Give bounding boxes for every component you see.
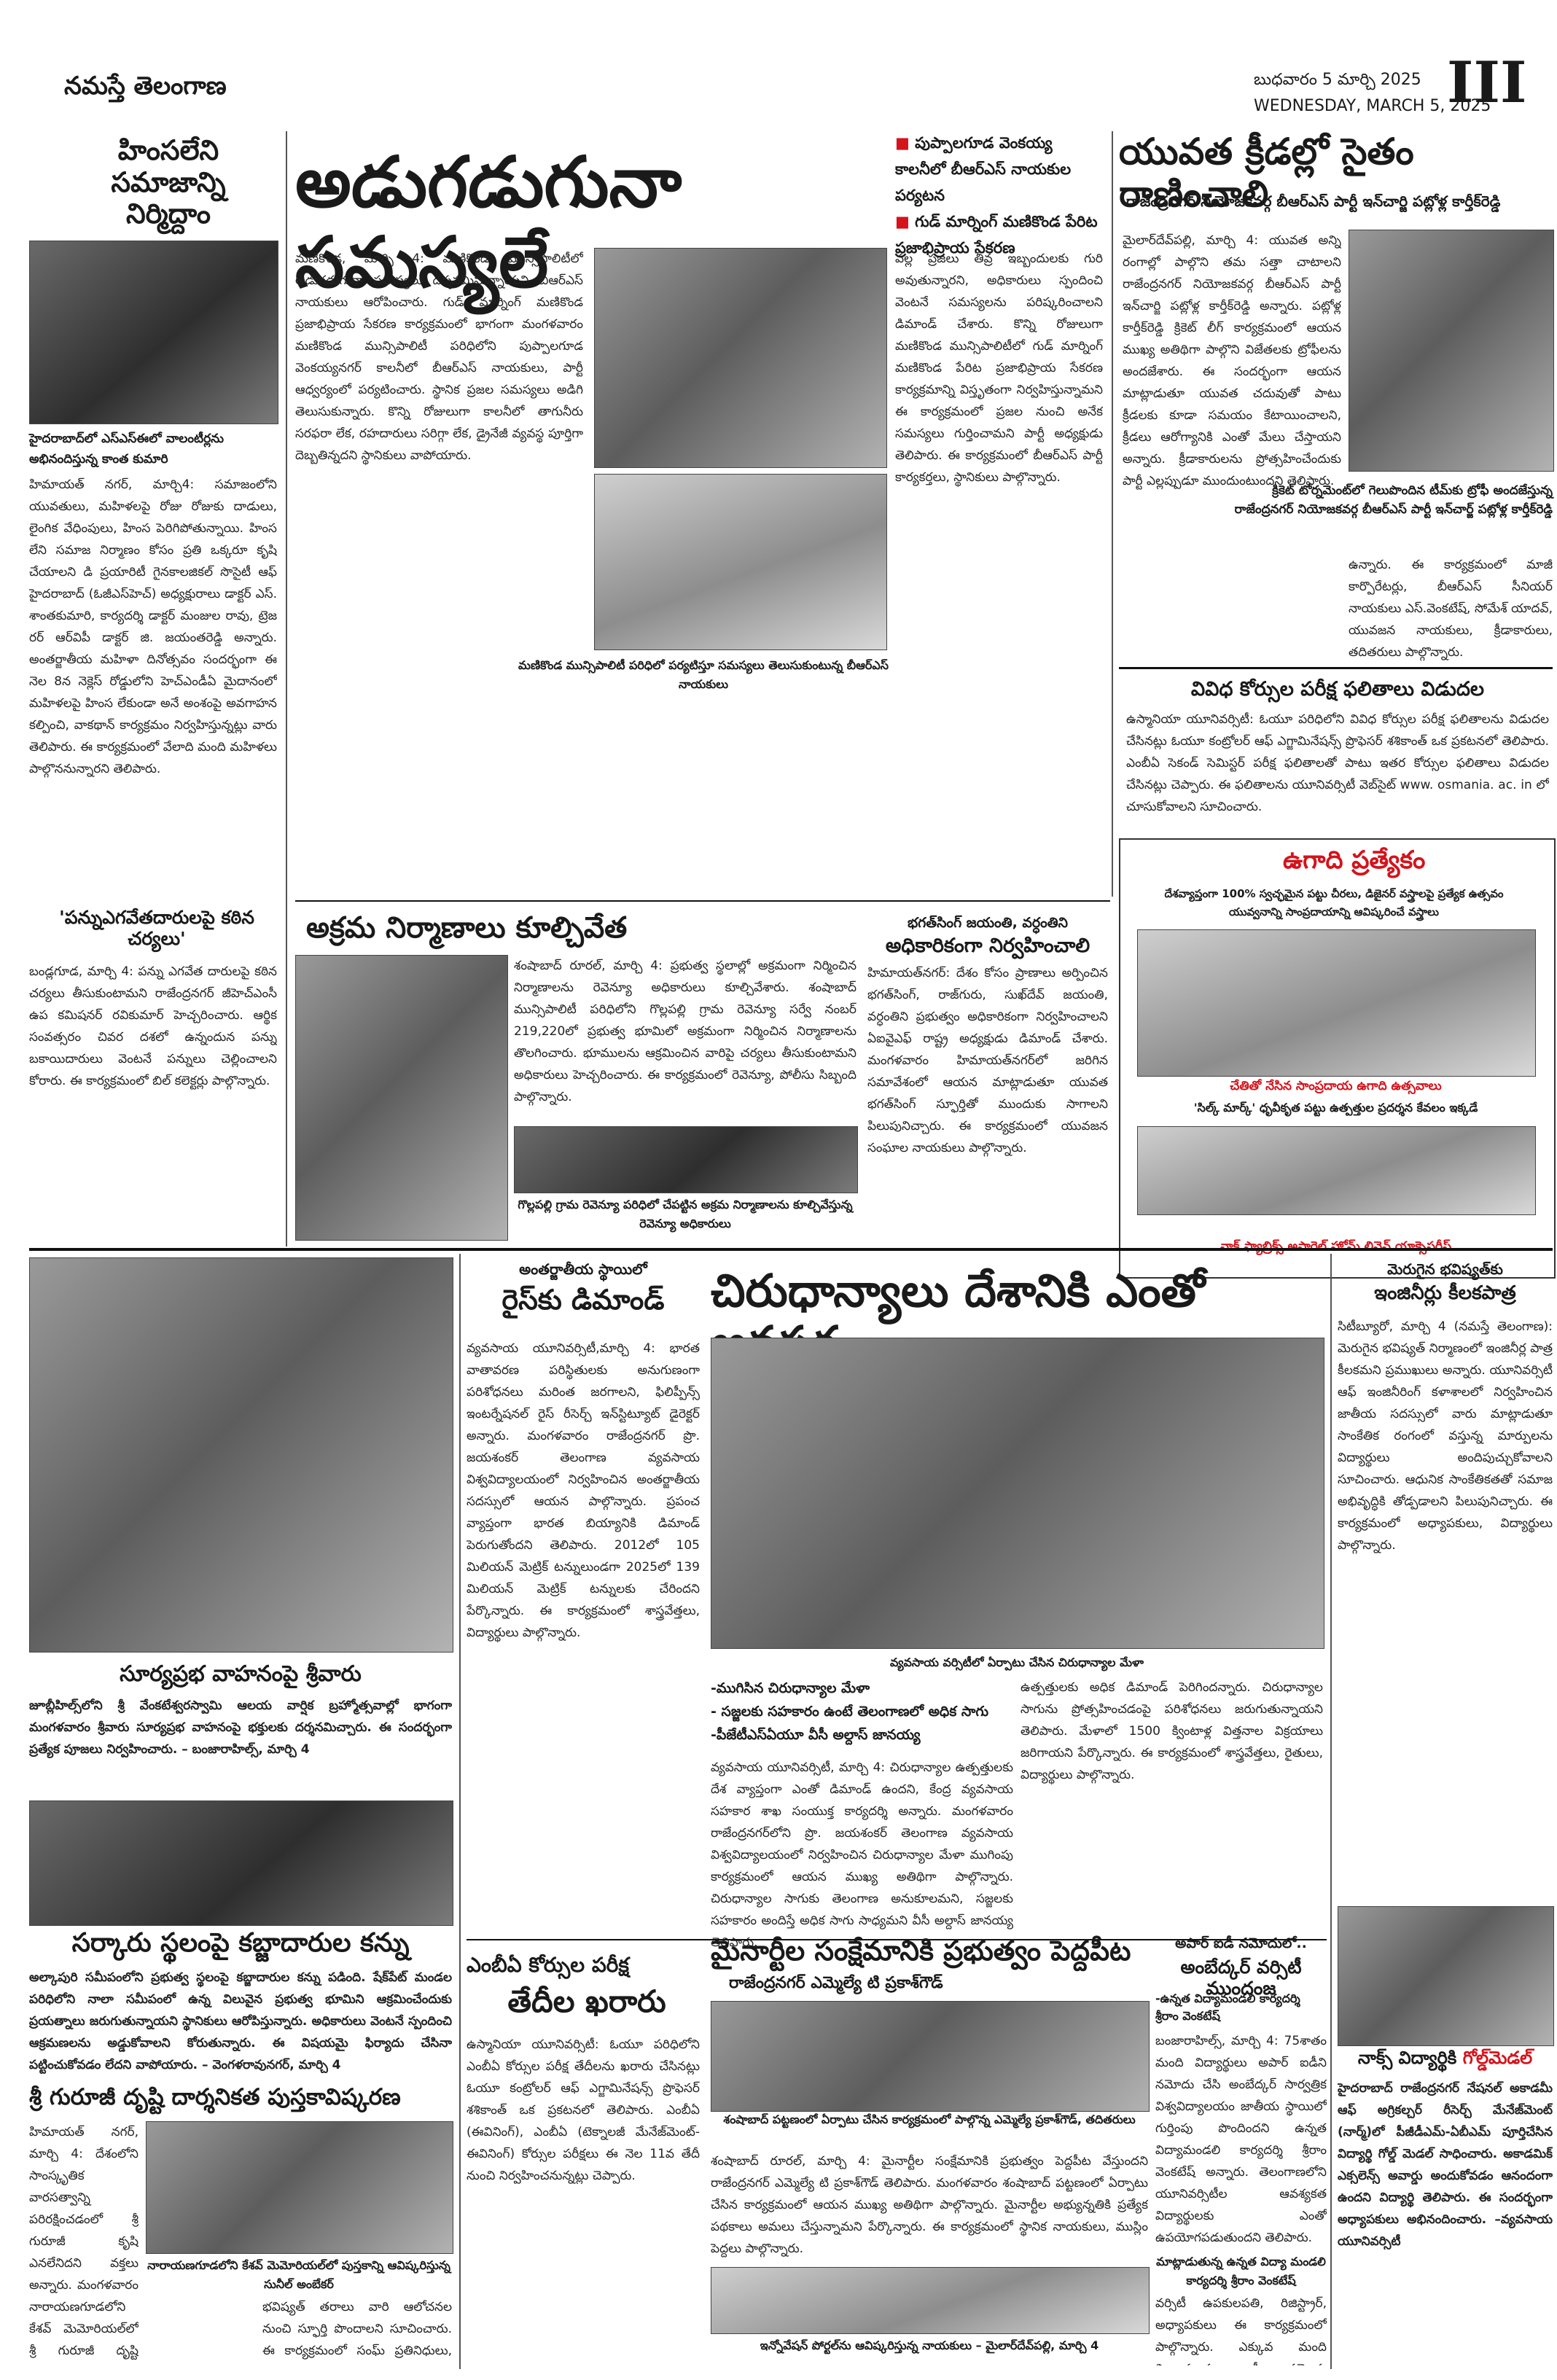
left-story-photo bbox=[29, 241, 278, 424]
minority-subhead: రాజేంద్రనగర్‌ ఎమ్మెల్యే టి ప్రకాశ్‌గౌడ్‌ bbox=[729, 1974, 943, 1992]
book-headline: శ్రీ గురూజీ దృష్టి దార్శనికత పుస్తకావిష్… bbox=[29, 2084, 401, 2110]
ugadi-label: ఉగాది ప్రత్యేకం bbox=[1283, 846, 1426, 875]
results-headline: వివిధ కోర్సుల పరీక్ష ఫలితాలు విడుదల bbox=[1190, 678, 1485, 701]
date-english: WEDNESDAY, MARCH 5, 2025 bbox=[1254, 97, 1491, 115]
ugadi-line1: దేశవ్యాప్తంగా 100% స్వచ్ఛమైన పట్టు చీరలు… bbox=[1164, 887, 1504, 900]
date-telugu: బుధవారం 5 మార్చి 2025 bbox=[1254, 71, 1421, 89]
bhagat-kicker: భగత్‌సింగ్‌ జయంతి, వర్ధంతిని bbox=[907, 915, 1069, 931]
innovation-caption: ఇన్నోవేషన్‌ పోర్టల్‌ను ఆవిష్కరిస్తున్న న… bbox=[760, 2338, 1099, 2352]
gold-body: హైదరాబాద్‌ రాజేంద్రనగర్‌ నేషనల్‌ అకాడమీ … bbox=[1338, 2081, 1553, 2249]
main-story-photo-caption: మణికొండ మున్సిపాలిటీ పరిధిలో పర్యటిస్తూ … bbox=[518, 658, 889, 691]
main-story-photo-2 bbox=[594, 474, 887, 650]
rice-headline: రైస్‌కు డిమాండ్‌ bbox=[502, 1284, 665, 1316]
millets-photo bbox=[711, 1338, 1324, 1649]
page-number: III bbox=[1447, 50, 1527, 116]
demolition-photo-caption: గొల్లపల్లి గ్రామ రెవెన్యూ పరిధిలో చేపట్ట… bbox=[518, 1198, 853, 1230]
land-headline: సర్కారు స్థలంపై కబ్జాదారుల కన్ను bbox=[71, 1928, 410, 1958]
youth-story-body: మైలార్‌దేవ్‌పల్లి, మార్చి 4: యువత అన్ని … bbox=[1123, 233, 1341, 488]
bhagat-headline: అధికారికంగా నిర్వహించాలి bbox=[885, 935, 1090, 957]
main-story-bullets: ■ పుప్పాలగూడ వెంకయ్య కాలనీలో బీఆర్‌ఎస్‌ … bbox=[895, 130, 1103, 261]
ugadi-caption1: చేతితో నేసిన సాంప్రదాయ ఉగాది ఉత్సవాలు bbox=[1230, 1079, 1442, 1093]
millets-bullet-2: - సజ్జలకు సహకారం ఉంటే తెలంగాణలో అధిక సాగ… bbox=[711, 1704, 989, 1720]
main-bullet-2: ■ గుడ్‌ మార్నింగ్‌ మణికొండ పేరిట ప్రజాభి… bbox=[895, 213, 1098, 257]
youth-story-headline: యువత క్రీడల్లో సైతం రాణించాలి bbox=[1119, 130, 1414, 215]
surya-headline: సూర్యప్రభ వాహనంపై శ్రీవారు bbox=[120, 1661, 362, 1687]
ambedkar-photo-caption: మాట్లాడుతున్న ఉన్నత విద్యా మండలి కార్యదర… bbox=[1156, 2255, 1326, 2287]
ugadi-line2: యువ్వనాన్ని సాంప్రదాయాన్ని ఆవిష్కరించే వ… bbox=[1229, 905, 1439, 918]
main-story-photo-1 bbox=[594, 248, 887, 468]
main-bullet-1: ■ పుప్పాలగూడ వెంకయ్య కాలనీలో బీఆర్‌ఎస్‌ … bbox=[895, 134, 1072, 204]
surya-photo bbox=[29, 1257, 453, 1653]
millets-bullet-3: -పీజేటీఎస్‌ఏయూ వీసీ అల్దాస్‌ జానయ్య bbox=[711, 1727, 921, 1743]
demolition-body: శంషాబాద్‌ రూరల్‌, మార్చి 4: ప్రభుత్వ స్థ… bbox=[514, 959, 856, 1104]
demolition-photo-2 bbox=[514, 1126, 858, 1193]
innovation-photo bbox=[711, 2267, 1150, 2334]
minority-photo-caption: శంషాబాద్‌ పట్టణంలో ఏర్పాటు చేసిన కార్యక్… bbox=[723, 2112, 1136, 2126]
youth-story-body2: ఉన్నారు. ఈ కార్యక్రమంలో మాజీ కార్పొరేటర్… bbox=[1349, 558, 1553, 660]
ambedkar-subhead: -ఉన్నత విద్యామండలి కార్యదర్శి శ్రీరాం వె… bbox=[1155, 1991, 1300, 2023]
ugadi-ad-box bbox=[1119, 838, 1556, 1279]
masthead-date: బుధవారం 5 మార్చి 2025 WEDNESDAY, MARCH 5… bbox=[1254, 67, 1491, 120]
mbbs-headline: తేదీల ఖరారు bbox=[507, 1983, 666, 2019]
book-body: హిమాయత్‌ నగర్‌, మార్చి 4: దేశంలోని సాంస్… bbox=[29, 2125, 138, 2358]
masthead-name: నమస్తే తెలంగాణ bbox=[64, 71, 227, 101]
tax-story-body: బండ్లగూడ, మార్చి 4: పన్ను ఎగవేత దారులపై … bbox=[29, 964, 277, 1088]
left-story-caption: హైదరాబాద్‌లో ఎస్‌ఎస్‌ఈలో వాలంటీర్లను అభి… bbox=[29, 432, 224, 467]
demolition-photo-1 bbox=[295, 955, 508, 1241]
left-story-headline: హింసలేని సమాజాన్ని నిర్మిద్దాం bbox=[111, 134, 226, 230]
minority-headline: మైనార్టీల సంక్షేమానికి ప్రభుత్వం పెద్దపీ… bbox=[711, 1935, 1131, 1967]
ambedkar-headline: అంబేద్కర్‌ వర్సిటీ ముందంజ bbox=[1180, 1956, 1302, 1999]
millets-bullet-1: -ముగిసిన చిరుధాన్యాల మేళా bbox=[711, 1680, 870, 1696]
book-body2: భవిష్యత్‌ తరాలు వారి ఆలోచనల నుంచి స్ఫూర్… bbox=[262, 2300, 452, 2358]
youth-story-subhead: రాజేంద్రనగర్‌ నియోజకవర్గ బీఆర్‌ఎస్‌ పార్… bbox=[1126, 192, 1501, 210]
main-story-headline: అడుగడుగునా సమస్యలే bbox=[295, 141, 682, 304]
youth-story-photo bbox=[1349, 230, 1554, 472]
book-photo-caption: నారాయణగూడలోని కేశవ్‌ మెమోరియల్‌లో పుస్తక… bbox=[147, 2258, 450, 2291]
results-body: ఉస్మానియా యూనివర్సిటీ: ఓయూ పరిధిలోని వివ… bbox=[1126, 712, 1549, 814]
land-photo bbox=[29, 1800, 453, 1926]
land-body: అల్కాపురి సమీపంలోని ప్రభుత్వ స్థలంపై కబ్… bbox=[29, 1970, 452, 2072]
millets-body2: ఉత్పత్తులకు అధిక డిమాండ్‌ పెరిగిందన్నారు… bbox=[1021, 1680, 1323, 1782]
mbbs-kicker: ఎంబీఏ కోర్సుల పరీక్ష bbox=[467, 1953, 630, 1977]
minority-photo bbox=[711, 2001, 1150, 2112]
ambedkar-body: బంజారాహిల్స్‌, మార్చి 4: 75శాతం మంది విద… bbox=[1155, 2034, 1327, 2245]
engineers-kicker: మెరుగైన భవిష్యత్‌కు bbox=[1387, 1260, 1503, 1278]
ugadi-image-2 bbox=[1137, 1126, 1536, 1215]
minority-body: శంషాబాద్‌ రూరల్‌, మార్చి 4: మైనార్టీల సం… bbox=[711, 2154, 1148, 2256]
left-story-body: హిమాయత్‌ నగర్‌, మార్చి4: సమాజంలోని యువతు… bbox=[29, 477, 277, 776]
gold-headline: నాక్స్‌ విద్యార్థికి గోల్డ్‌మెడల్‌ bbox=[1357, 2048, 1533, 2068]
demolition-headline: అక్రమ నిర్మాణాలు కూల్చివేత bbox=[306, 911, 628, 945]
engineers-headline: ఇంజినీర్లు కీలకపాత్ర bbox=[1374, 1282, 1516, 1304]
millets-bullets: -ముగిసిన చిరుధాన్యాల మేళా - సజ్జలకు సహకా… bbox=[711, 1677, 1013, 1747]
rice-body: వ్యవసాయ యూనివర్సిటీ,మార్చి 4: భారత వాతావ… bbox=[467, 1341, 700, 1640]
ambedkar-body2: వర్సిటీ ఉపకులపతి, రిజిస్ట్రార్‌, అధ్యాపక… bbox=[1155, 2296, 1327, 2365]
surya-body: జూబ్లీహిల్స్‌లోని శ్రీ వేంకటేశ్వరస్వామి … bbox=[29, 1698, 452, 1757]
ugadi-image bbox=[1137, 929, 1536, 1077]
engineers-body: సిటీబ్యూరో, మార్చి 4 (నమస్తే తెలంగాణ): మ… bbox=[1338, 1319, 1553, 1553]
millets-body: వ్యవసాయ యూనివర్సిటీ, మార్చి 4: చిరుధాన్య… bbox=[711, 1760, 1013, 1950]
ugadi-caption2: 'సిల్క్‌ మార్క్‌' ధృవీకృత పట్టు ఉత్పత్తు… bbox=[1193, 1101, 1478, 1115]
main-story-body-col3: వల్ల ప్రజలు తీవ్ర ఇబ్బందులకు గురి అవుతున… bbox=[895, 251, 1103, 485]
mbbs-body: ఉస్మానియా యూనివర్సిటీ: ఓయూ పరిధిలోని ఎంబ… bbox=[467, 2037, 700, 2183]
tax-story-headline: 'పన్నుఎగవేతదారులపై కఠిన చర్యలు' bbox=[59, 907, 254, 949]
youth-story-photo-caption: క్రికెట్‌ టోర్నమెంట్‌లో గెలుపొందిన టీమ్‌… bbox=[1234, 483, 1553, 517]
ambedkar-kicker: అపార్‌ ఐడీ నమోదులో.. bbox=[1175, 1935, 1307, 1951]
bhagat-body: హిమాయత్‌నగర్‌: దేశం కోసం ప్రాణాలు అర్పిం… bbox=[867, 966, 1108, 1155]
millets-photo-caption: వ్యవసాయ వర్సిటీలో ఏర్పాటు చేసిన చిరుధాన్… bbox=[890, 1655, 1144, 1669]
rice-kicker: అంతర్జాతీయ స్థాయిలో bbox=[519, 1260, 647, 1278]
book-photo bbox=[146, 2121, 453, 2254]
main-story-body: మణికొండ, మార్చి 4: మణికొండ మున్సిపాలిటీల… bbox=[295, 251, 583, 463]
gold-photo bbox=[1338, 1906, 1554, 2046]
